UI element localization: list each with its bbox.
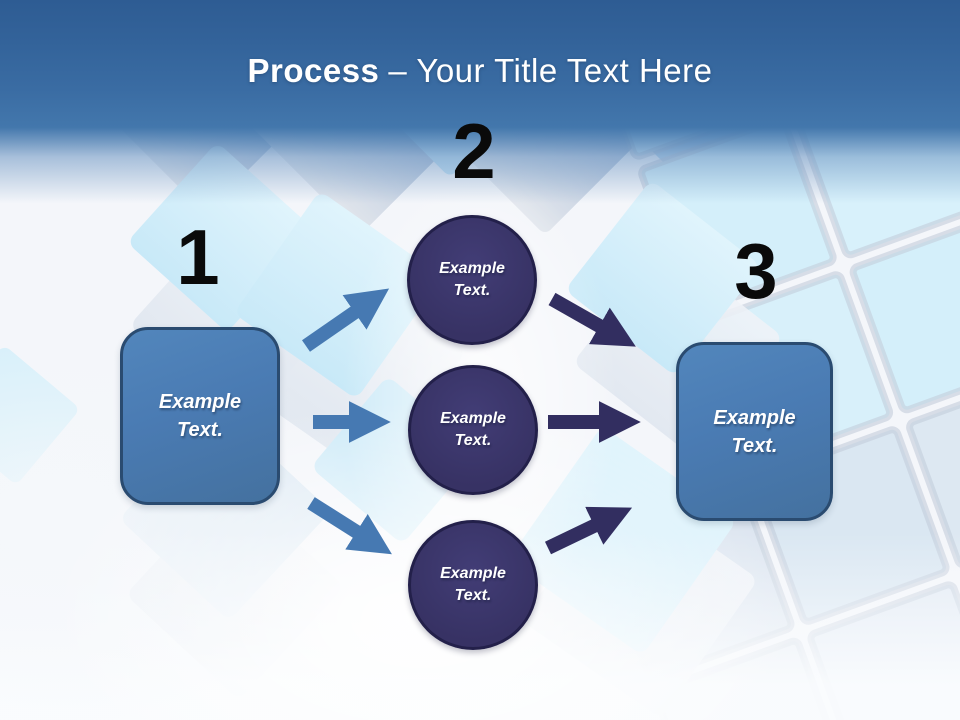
process-circle-3: Example Text. (408, 520, 538, 650)
circle-2-line1: Example (440, 409, 506, 427)
step-number-1: 1 (176, 213, 220, 301)
circle-3-label: Example Text. (440, 563, 506, 608)
start-box-line1: Example (158, 391, 242, 413)
start-box-label: Example Text. (159, 388, 241, 444)
circle-3-line1: Example (440, 564, 506, 582)
slide-title-keyword: Process (247, 52, 380, 89)
circle-1-line2: Text. (453, 282, 491, 299)
end-box-label: Example Text. (713, 404, 795, 460)
step-number-2: 2 (452, 107, 496, 195)
process-circle-1: Example Text. (407, 215, 537, 345)
end-box-line2: Text. (731, 434, 778, 457)
step-number-3: 3 (734, 227, 778, 315)
end-box: Example Text. (676, 342, 833, 521)
circle-2-label: Example Text. (440, 408, 506, 453)
circle-1-line1: Example (439, 259, 505, 277)
scattered-cubes (0, 146, 780, 715)
slide-title-rest: – Your Title Text Here (388, 52, 713, 89)
start-box: Example Text. (120, 327, 280, 505)
process-circle-2: Example Text. (408, 365, 538, 495)
slide-title: Process– Your Title Text Here (0, 52, 960, 90)
end-box-line1: Example (713, 406, 796, 429)
start-box-line2: Text. (177, 419, 223, 441)
circle-2-line2: Text. (454, 432, 492, 449)
circle-3-line2: Text. (454, 587, 492, 604)
circle-1-label: Example Text. (439, 258, 505, 303)
